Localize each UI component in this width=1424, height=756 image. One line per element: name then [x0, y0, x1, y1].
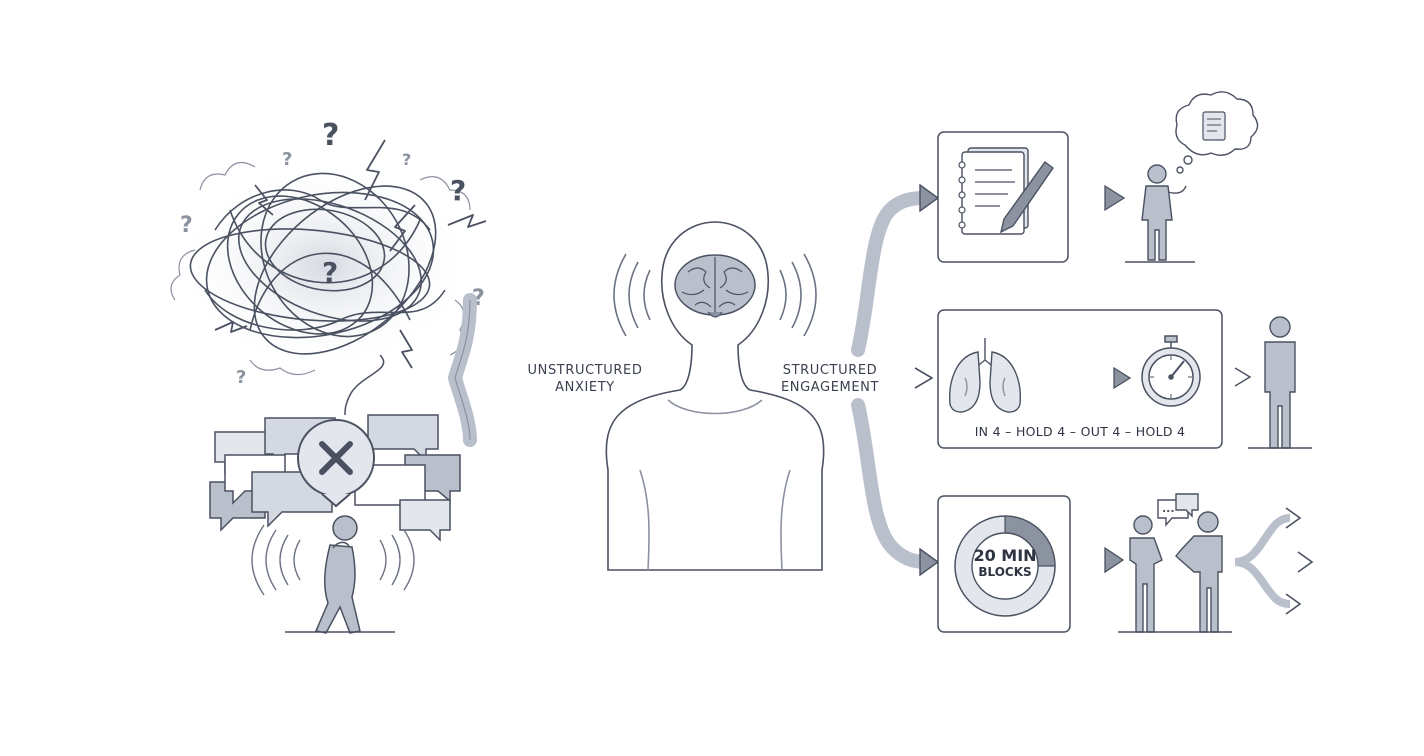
question-mark-icon: ? — [450, 174, 466, 207]
thinking-person-icon — [1125, 155, 1195, 263]
unstructured-label-line1: UNSTRUCTURED — [527, 363, 643, 378]
standing-person-icon — [1248, 316, 1312, 449]
thought-cloud-icon — [1175, 91, 1259, 156]
structured-label-line1: STRUCTURED — [782, 363, 878, 378]
brain-icon — [674, 254, 756, 318]
calm-arrow-head — [1234, 367, 1252, 387]
signal-waves — [613, 253, 817, 337]
question-mark-icon: ? — [180, 213, 193, 238]
question-mark-icon: ? — [236, 367, 246, 388]
merge-bracket — [447, 293, 515, 447]
timer-label-line1: 20 MIN — [973, 546, 1037, 565]
journal-arrow-head — [1104, 184, 1126, 212]
lungs-icon — [949, 338, 1021, 413]
timer-ring-icon — [954, 515, 1056, 617]
question-mark-icon: ? — [282, 149, 292, 170]
tangled-thoughts-icon — [170, 160, 475, 416]
branch-arrows — [851, 183, 940, 577]
branching-arrows-icon — [1234, 507, 1314, 615]
lightning-bolt-icon — [214, 139, 487, 369]
center-arrow-head — [914, 367, 934, 389]
head-and-shoulders-icon — [605, 221, 825, 571]
two-people-talking-icon — [1118, 493, 1232, 633]
distressed-person-icon — [251, 515, 415, 634]
question-mark-icon: ? — [402, 150, 411, 169]
timer-label-line2: BLOCKS — [978, 565, 1032, 579]
unstructured-label-line2: ANXIETY — [555, 380, 615, 395]
structured-label-line2: ENGAGEMENT — [780, 380, 880, 395]
timeblock-arrow-head — [1104, 546, 1125, 574]
timer-label: 20 MIN BLOCKS — [960, 548, 1050, 580]
unstructured-anxiety-label: UNSTRUCTURED ANXIETY — [515, 362, 655, 396]
structured-engagement-label: STRUCTURED ENGAGEMENT — [760, 362, 900, 396]
notebook-pen-icon — [958, 147, 1054, 235]
stopwatch-icon — [1141, 335, 1201, 407]
speech-ellipsis: ... — [1162, 502, 1175, 515]
x-circle-icon — [297, 419, 375, 508]
breathing-sequence-label: IN 4 – HOLD 4 – OUT 4 – HOLD 4 — [974, 424, 1186, 439]
question-mark-icon: ? — [322, 256, 338, 289]
breathing-arrow-head — [1113, 366, 1132, 390]
question-mark-icon: ? — [322, 118, 339, 153]
